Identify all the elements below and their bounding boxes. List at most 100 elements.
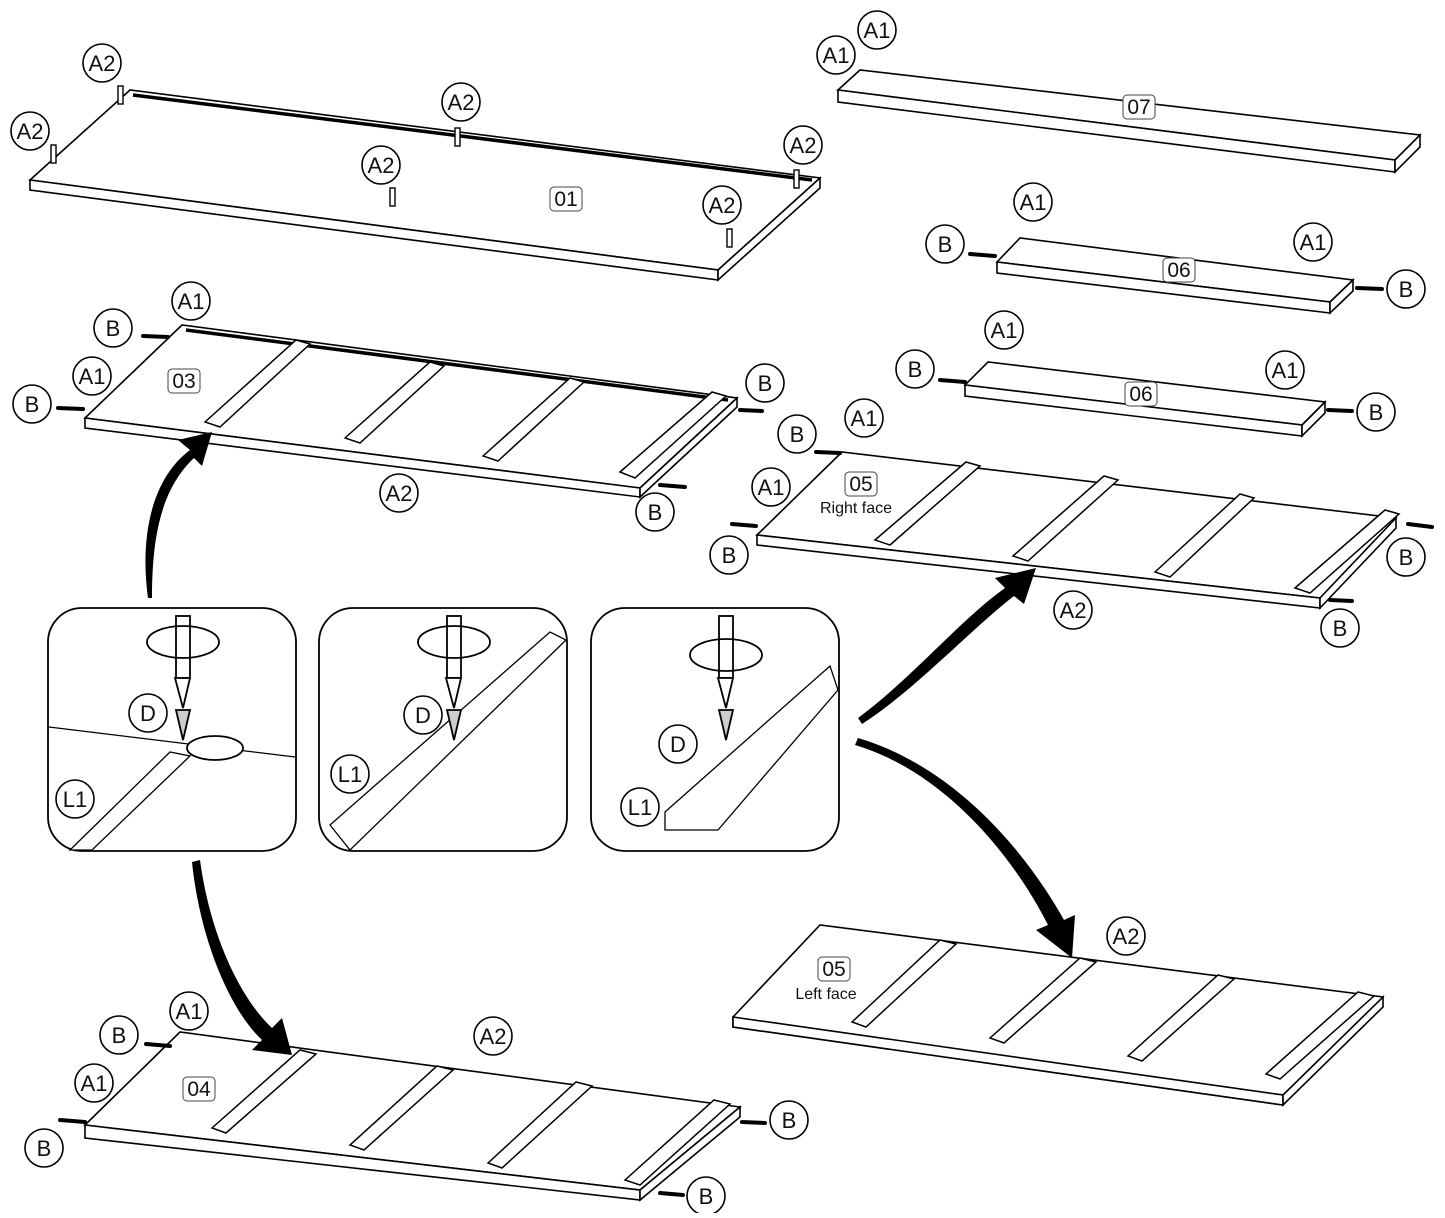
callout-circle <box>635 492 675 532</box>
panel-05-right-runners <box>873 461 1401 594</box>
callout-d: D <box>403 695 443 735</box>
callout-circle <box>473 1016 513 1056</box>
right-face-caption: Right face <box>820 500 892 517</box>
callout-text: D <box>140 701 156 726</box>
callout-text: A2 <box>368 153 395 178</box>
callout-b: B <box>1356 392 1396 432</box>
callout-d: D <box>658 724 698 764</box>
assembly-arrows <box>145 432 1075 1055</box>
panel-06-upper-label: 06 <box>1162 257 1196 283</box>
panel-label-03: 03 <box>172 370 195 393</box>
callout-circle <box>1356 392 1396 432</box>
arrow-to-panel-03 <box>145 432 212 598</box>
dowel-pin <box>144 1042 172 1048</box>
panel-label-01: 01 <box>554 188 577 211</box>
callout-text: B <box>648 500 663 525</box>
callout-b: B <box>925 224 965 264</box>
arrow-to-panel-04 <box>192 860 292 1055</box>
callout-circle <box>12 384 52 424</box>
callout-a2: A2 <box>441 82 481 122</box>
callout-b: B <box>686 1176 726 1216</box>
callout-circle <box>857 10 897 50</box>
dowel-pin <box>141 334 170 339</box>
dowel-pin <box>1406 522 1434 529</box>
callout-circle <box>1265 350 1305 390</box>
callout-text: B <box>699 1184 714 1209</box>
panel-07-label: 07 <box>1122 94 1156 120</box>
panel-label-07: 07 <box>1127 96 1150 119</box>
callout-b: B <box>769 1100 809 1140</box>
panel-04 <box>83 1031 742 1202</box>
callout-a1: A1 <box>844 398 884 438</box>
callout-text: B <box>782 1108 797 1133</box>
callout-text: B <box>37 1136 52 1161</box>
callout-text: A1 <box>178 289 205 314</box>
callout-text: A2 <box>709 193 736 218</box>
callout-a2: A2 <box>82 43 122 83</box>
callout-circle <box>1320 608 1360 648</box>
callout-b: B <box>895 349 935 389</box>
callout-text: A1 <box>823 43 850 68</box>
callout-text: D <box>670 732 686 757</box>
callout-text: A2 <box>1060 598 1087 623</box>
callout-text: A1 <box>1272 358 1299 383</box>
callout-a2: A2 <box>702 185 742 225</box>
callout-circle <box>658 724 698 764</box>
callout-b: B <box>12 384 52 424</box>
panel-label-05-right: 05 <box>849 473 872 496</box>
callout-text: B <box>25 392 40 417</box>
callout-text: A1 <box>176 999 203 1024</box>
callout-text: A2 <box>480 1024 507 1049</box>
callout-circle <box>72 356 112 396</box>
callout-text: A1 <box>851 406 878 431</box>
panel-05-left-runners <box>850 939 1376 1080</box>
callout-text: L1 <box>63 787 87 812</box>
callout-circle <box>55 779 95 819</box>
callout-circle <box>379 473 419 513</box>
callout-a2: A2 <box>1106 916 1146 956</box>
panel-05-right-label: 05 Right face <box>820 471 892 517</box>
dowel-pin <box>658 1191 685 1197</box>
callout-circle <box>93 308 133 348</box>
dowel-pin <box>1328 598 1354 603</box>
callout-b: B <box>99 1015 139 1055</box>
callout-a1: A1 <box>1265 350 1305 390</box>
callout-circle <box>620 787 660 827</box>
dowel-pin <box>938 378 967 384</box>
callout-text: A2 <box>1113 924 1140 949</box>
callout-circle <box>99 1015 139 1055</box>
callout-circle <box>844 398 884 438</box>
callout-a2: A2 <box>783 125 823 165</box>
panel-label-04: 04 <box>187 1078 211 1101</box>
callout-a1: A1 <box>857 10 897 50</box>
callout-circle <box>777 414 817 454</box>
callout-a2: A2 <box>361 145 401 185</box>
detail-inset-3 <box>590 607 840 852</box>
panel-04-label: 04 <box>182 1076 216 1102</box>
callout-circle <box>1053 590 1093 630</box>
dowel-pin <box>58 1118 87 1124</box>
callout-a1: A1 <box>74 1063 114 1103</box>
callout-text: A2 <box>386 481 413 506</box>
callout-circle <box>330 754 370 794</box>
callout-text: A1 <box>864 18 891 43</box>
callout-text: A1 <box>79 364 106 389</box>
callout-text: A2 <box>448 90 475 115</box>
callout-text: A2 <box>17 119 44 144</box>
callout-circle <box>403 695 443 735</box>
callout-text: A1 <box>81 1071 108 1096</box>
callout-circle <box>1386 269 1426 309</box>
callout-text: B <box>1333 616 1348 641</box>
callout-circle <box>984 310 1024 350</box>
callout-b: B <box>709 535 749 575</box>
callout-a1: A1 <box>984 310 1024 350</box>
panel-03-label: 03 <box>167 368 201 394</box>
panel-label-06-lower: 06 <box>1129 383 1152 406</box>
dowels <box>56 252 1434 1197</box>
callout-text: L1 <box>628 795 652 820</box>
callout-circle <box>171 281 211 321</box>
detail-inset-2 <box>318 607 568 852</box>
callout-circle <box>1386 537 1426 577</box>
callout-b: B <box>93 308 133 348</box>
callout-text: B <box>112 1023 127 1048</box>
